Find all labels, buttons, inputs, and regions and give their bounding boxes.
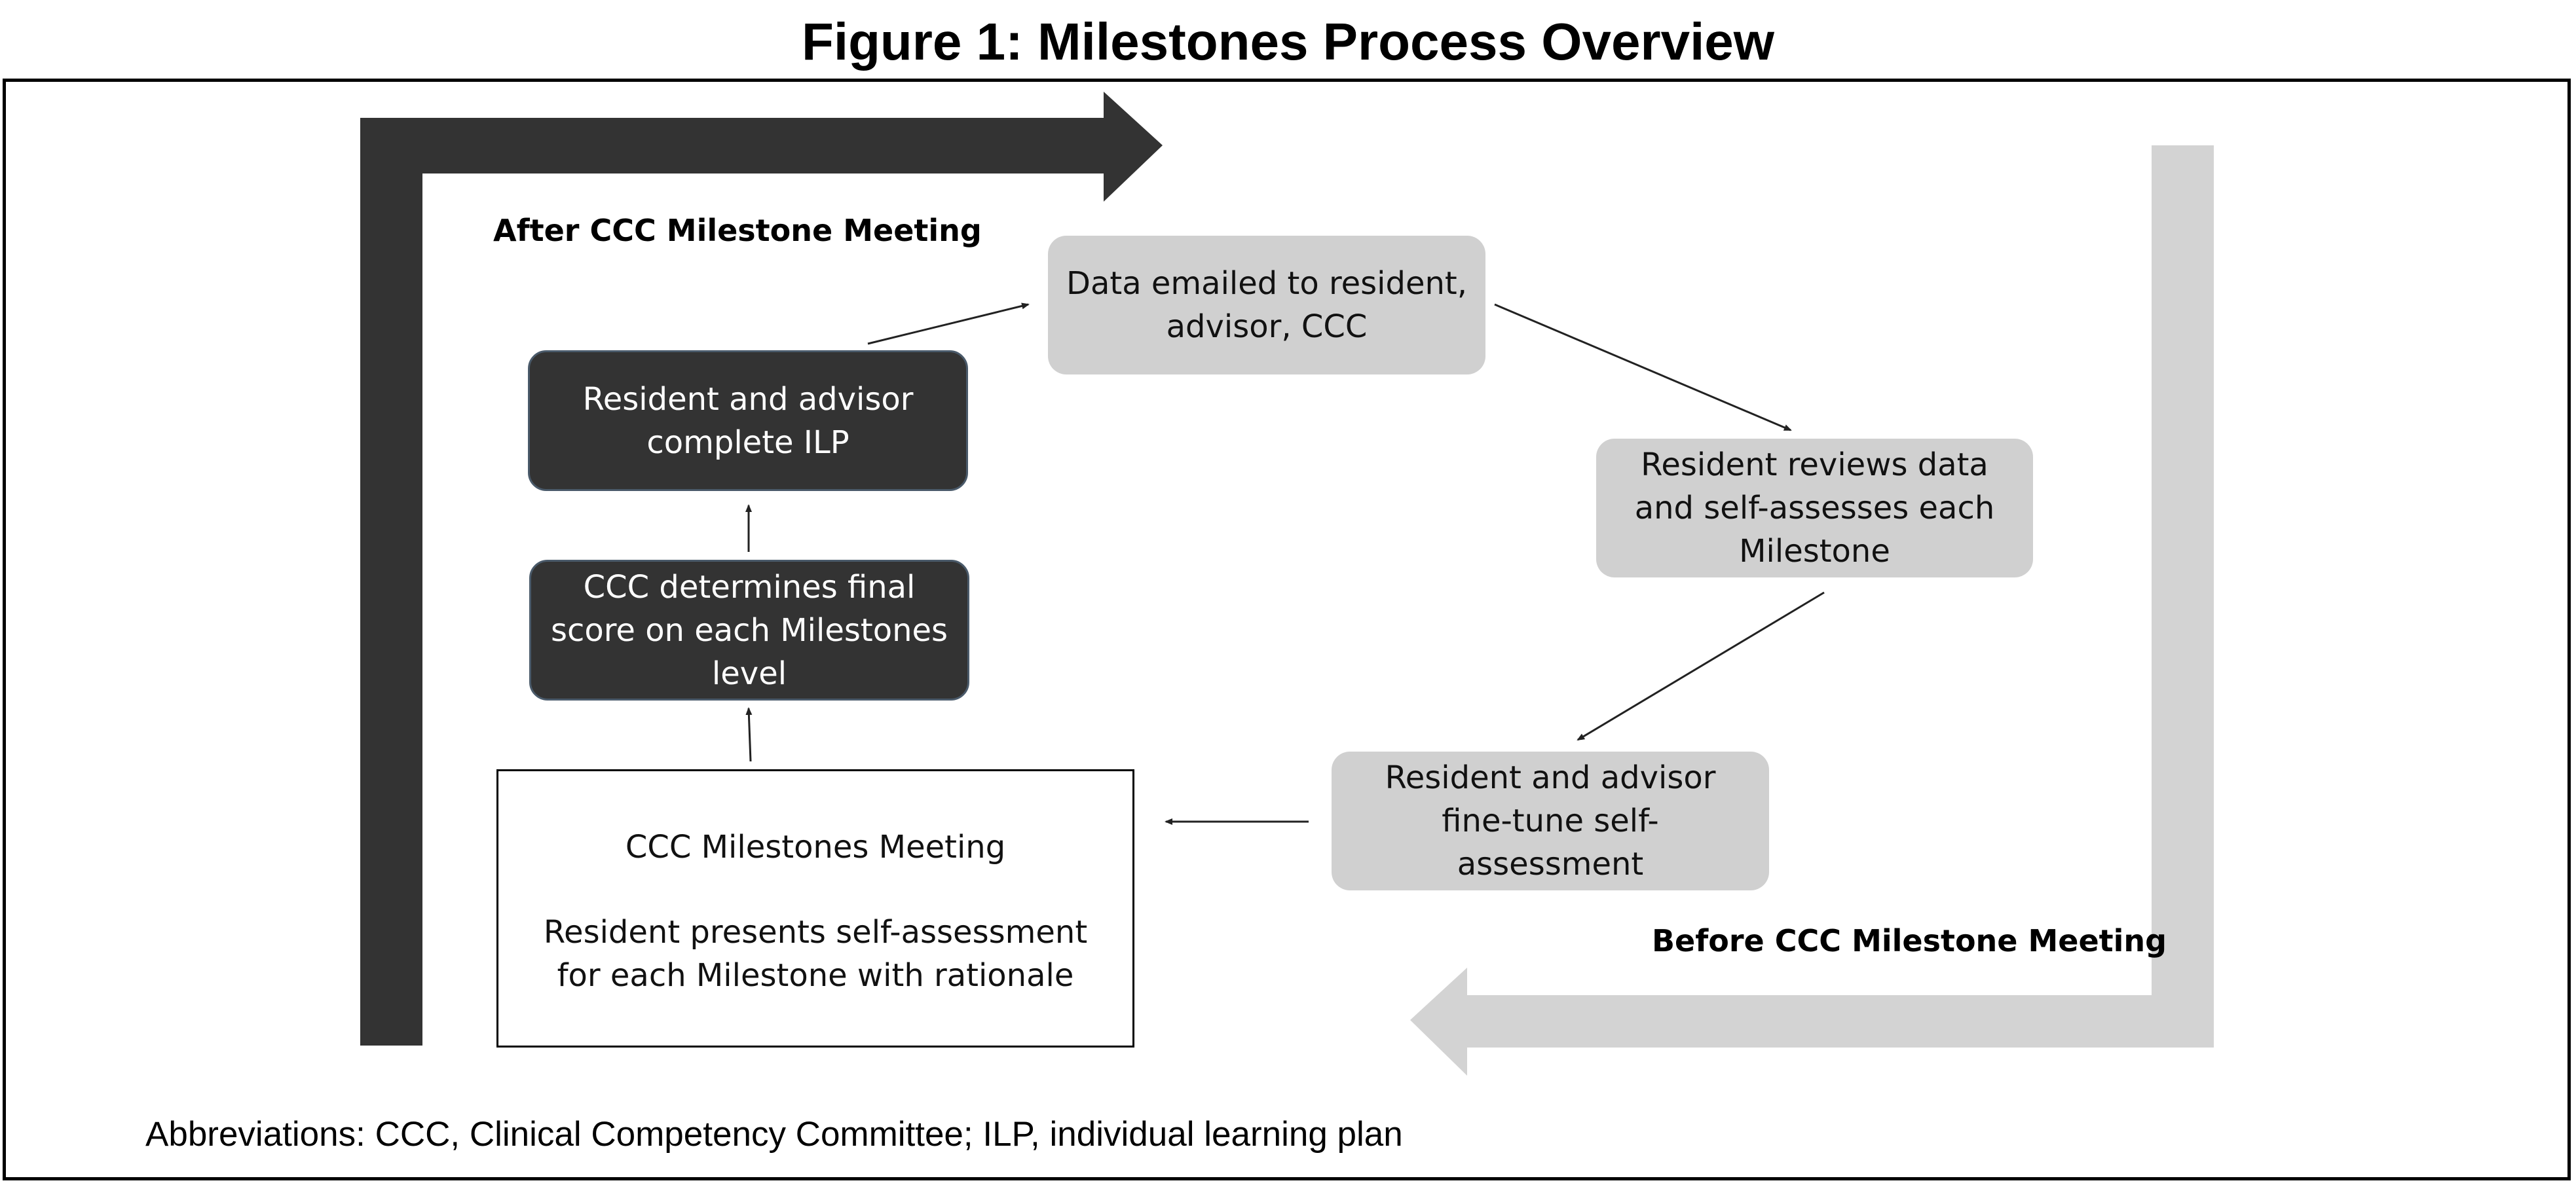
- data-emailed-step: Data emailed to resident, advisor, CCC: [1048, 236, 1485, 374]
- connector-meeting-to-ccc: [745, 707, 753, 762]
- figure-frame: [3, 79, 2571, 1180]
- complete-ilp-step: Resident and advisor complete ILP: [528, 350, 968, 491]
- complete-ilp-text: Resident and advisor complete ILP: [582, 380, 914, 461]
- fine-tune-step: Resident and advisor fine-tune self-asse…: [1332, 752, 1769, 890]
- meeting-title: CCC Milestones Meeting: [625, 829, 1006, 866]
- fine-tune-text: Resident and advisor fine-tune self-asse…: [1385, 759, 1716, 883]
- ccc-meeting-box: CCC Milestones Meeting Resident presents…: [496, 769, 1134, 1048]
- connector-ilp-to-data: [867, 302, 1030, 345]
- resident-reviews-step: Resident reviews data and self-assesses …: [1596, 439, 2033, 577]
- ccc-determines-step: CCC determines final score on each Miles…: [529, 560, 969, 701]
- after-meeting-label: After CCC Milestone Meeting: [493, 213, 982, 248]
- data-emailed-text: Data emailed to resident, advisor, CCC: [1066, 265, 1467, 345]
- resident-reviews-text: Resident reviews data and self-assesses …: [1634, 447, 1995, 570]
- ccc-determines-text: CCC determines final score on each Miles…: [550, 568, 948, 692]
- abbreviations-note: Abbreviations: CCC, Clinical Competency …: [145, 1115, 1403, 1154]
- figure-title: Figure 1: Milestones Process Overview: [801, 12, 1775, 71]
- connector-review-to-finetune: [1577, 591, 1825, 741]
- meeting-detail: Resident presents self-assessment for ea…: [543, 914, 1088, 994]
- connector-data-to-review: [1494, 303, 1792, 431]
- before-meeting-label: Before CCC Milestone Meeting: [1652, 923, 2167, 958]
